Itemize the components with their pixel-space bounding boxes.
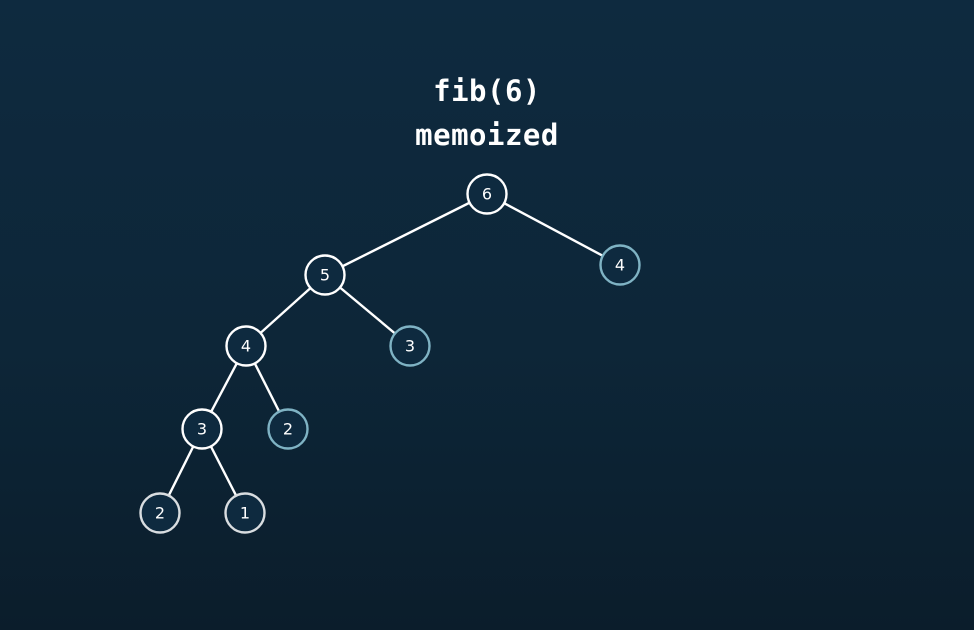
tree-node-circle <box>181 408 223 450</box>
tree-node-circle <box>139 492 181 534</box>
tree-nodes: 6 5 4 4 3 3 2 2 1 <box>139 173 641 534</box>
tree-node-label: 2 <box>283 420 293 439</box>
tree-node-label: 4 <box>615 256 625 275</box>
tree-node-memo: 2 <box>267 408 309 450</box>
tree-node-label: 2 <box>155 504 165 523</box>
tree-node-circle <box>225 325 267 367</box>
tree-node-circle <box>267 408 309 450</box>
tree-node-circle <box>466 173 508 215</box>
tree-node-computed: 3 <box>181 408 223 450</box>
tree-node-computed: 6 <box>466 173 508 215</box>
tree-edge <box>324 192 488 277</box>
tree-node-label: 1 <box>240 504 250 523</box>
tree-node-label: 6 <box>482 185 492 204</box>
tree-node-circle <box>224 492 266 534</box>
tree-node-label: 5 <box>320 266 330 285</box>
tree-node-memo: 4 <box>599 244 641 286</box>
tree-node-leaf: 2 <box>139 492 181 534</box>
tree-node-computed: 4 <box>225 325 267 367</box>
tree-edge <box>486 192 621 267</box>
tree-node-circle <box>599 244 641 286</box>
tree-node-label: 3 <box>197 420 207 439</box>
tree-node-computed: 5 <box>304 254 346 296</box>
tree-node-circle <box>304 254 346 296</box>
tree-node-label: 4 <box>241 337 251 356</box>
tree-node-memo: 3 <box>389 325 431 367</box>
title-line-1: fib(6) <box>433 74 541 108</box>
tree-node-label: 3 <box>405 337 415 356</box>
tree-node-leaf: 1 <box>224 492 266 534</box>
title-line-2: memoized <box>415 118 559 152</box>
tree-node-circle <box>389 325 431 367</box>
